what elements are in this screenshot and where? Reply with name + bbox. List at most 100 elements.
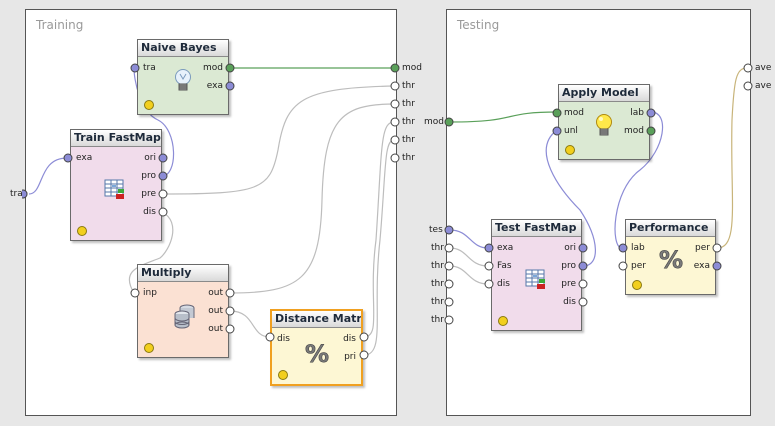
port-label-lab: lab (630, 108, 644, 118)
port-label-lab: lab (631, 243, 645, 253)
nb-port-out-mod[interactable] (225, 63, 235, 73)
port-label-per-in: per (631, 261, 646, 271)
test-in-label-1: mod (424, 117, 444, 127)
test-in-label-3: thr (431, 243, 444, 253)
fastmap-icon (525, 269, 545, 289)
test-in-port-4[interactable] (444, 261, 454, 271)
operator-multiply[interactable]: Multiply inp out out out (137, 264, 229, 358)
port-label-mod: mod (203, 63, 223, 73)
train-out-port-4[interactable] (390, 117, 400, 127)
port-label-ori: ori (564, 243, 576, 253)
testing-panel[interactable]: Testing (446, 9, 751, 416)
train-out-port-3[interactable] (390, 99, 400, 109)
test-in-label-7: thr (431, 315, 444, 325)
percent-icon: % (305, 340, 329, 366)
tf-port-out-dis[interactable] (158, 207, 168, 217)
perf-port-out-per[interactable] (712, 243, 722, 253)
test-in-port-1[interactable] (444, 117, 454, 127)
operator-title: Test FastMap (492, 220, 581, 237)
test-in-label-2: tes (429, 225, 443, 235)
operator-train-fastmap[interactable]: Train FastMap exa ori pro pre dis (70, 129, 162, 241)
test-in-label-4: thr (431, 261, 444, 271)
port-label-pre: pre (561, 279, 576, 289)
percent-icon: % (659, 246, 683, 272)
test-in-port-7[interactable] (444, 315, 454, 325)
port-label-mod-out: mod (624, 126, 644, 136)
tfm-port-in-exa[interactable] (484, 243, 494, 253)
operator-performance[interactable]: Performance lab per per exa % (625, 219, 716, 295)
port-label-pro: pro (561, 261, 576, 271)
test-in-label-5: thr (431, 279, 444, 289)
am-port-in-unl[interactable] (552, 126, 562, 136)
status-indicator (565, 145, 575, 155)
train-input-label: tra (10, 189, 23, 199)
tfm-port-out-ori[interactable] (578, 243, 588, 253)
operator-title: Performance (626, 220, 715, 237)
train-out-port-6[interactable] (390, 153, 400, 163)
status-indicator (144, 100, 154, 110)
nb-port-out-exa[interactable] (225, 81, 235, 91)
port-label-out-3: out (208, 324, 223, 334)
am-port-out-lab[interactable] (646, 108, 656, 118)
tfm-port-out-pre[interactable] (578, 279, 588, 289)
lightbulb-icon (175, 69, 191, 91)
am-port-in-mod[interactable] (552, 108, 562, 118)
train-out-label-4: thr (402, 117, 415, 127)
operator-naive-bayes[interactable]: Naive Bayes tra mod exa (137, 39, 229, 115)
mul-port-in-inp[interactable] (130, 288, 140, 298)
test-in-port-6[interactable] (444, 297, 454, 307)
mul-port-out-3[interactable] (225, 324, 235, 334)
port-label-exa: exa (693, 261, 710, 271)
train-out-port-5[interactable] (390, 135, 400, 145)
operator-apply-model[interactable]: Apply Model mod unl lab mod (558, 84, 650, 160)
test-out-port-2[interactable] (743, 81, 753, 91)
test-in-port-2[interactable] (444, 225, 454, 235)
training-panel-title: Training (36, 18, 84, 32)
operator-title: Train FastMap (71, 130, 161, 147)
port-label-exa: exa (497, 243, 514, 253)
lightbulb-icon (596, 114, 612, 136)
status-indicator (144, 343, 154, 353)
tfm-port-in-fas[interactable] (484, 261, 494, 271)
dm-port-out-dis[interactable] (359, 332, 369, 342)
status-indicator (632, 280, 642, 290)
status-indicator (77, 226, 87, 236)
test-in-port-5[interactable] (444, 279, 454, 289)
port-label-pre: pre (141, 189, 156, 199)
test-in-port-3[interactable] (444, 243, 454, 253)
train-out-label-3: thr (402, 99, 415, 109)
svg-text:%: % (659, 246, 683, 272)
train-out-port-1[interactable] (390, 63, 400, 73)
tf-port-out-pre[interactable] (158, 189, 168, 199)
operator-distance-matrix[interactable]: Distance Matrix dis dis pri % (270, 309, 363, 386)
train-out-port-2[interactable] (390, 81, 400, 91)
status-indicator (498, 316, 508, 326)
operator-title: Multiply (138, 265, 228, 282)
dm-port-out-pri[interactable] (359, 350, 369, 360)
port-label-dis-in: dis (497, 279, 510, 289)
train-out-label-2: thr (402, 81, 415, 91)
tfm-port-out-pro[interactable] (578, 261, 588, 271)
tfm-port-in-dis[interactable] (484, 279, 494, 289)
operator-test-fastmap[interactable]: Test FastMap exa Fas dis ori pro pre dis (491, 219, 582, 331)
am-port-out-mod[interactable] (646, 126, 656, 136)
tfm-port-out-dis[interactable] (578, 297, 588, 307)
train-input-port[interactable] (22, 189, 32, 199)
mul-port-out-2[interactable] (225, 306, 235, 316)
port-label-ori: ori (144, 153, 156, 163)
perf-port-in-per[interactable] (618, 261, 628, 271)
mul-port-out-1[interactable] (225, 288, 235, 298)
test-out-port-1[interactable] (743, 63, 753, 73)
tf-port-in-exa[interactable] (63, 153, 73, 163)
svg-text:%: % (305, 340, 329, 366)
tf-port-out-pro[interactable] (158, 171, 168, 181)
operator-title: Naive Bayes (138, 40, 228, 57)
perf-port-in-lab[interactable] (618, 243, 628, 253)
database-icon (174, 304, 195, 329)
test-out-label-2: ave (755, 81, 772, 91)
dm-port-in-dis[interactable] (265, 332, 275, 342)
port-label-exa: exa (76, 153, 93, 163)
nb-port-in-tra[interactable] (130, 63, 140, 73)
perf-port-out-exa[interactable] (712, 261, 722, 271)
tf-port-out-ori[interactable] (158, 153, 168, 163)
